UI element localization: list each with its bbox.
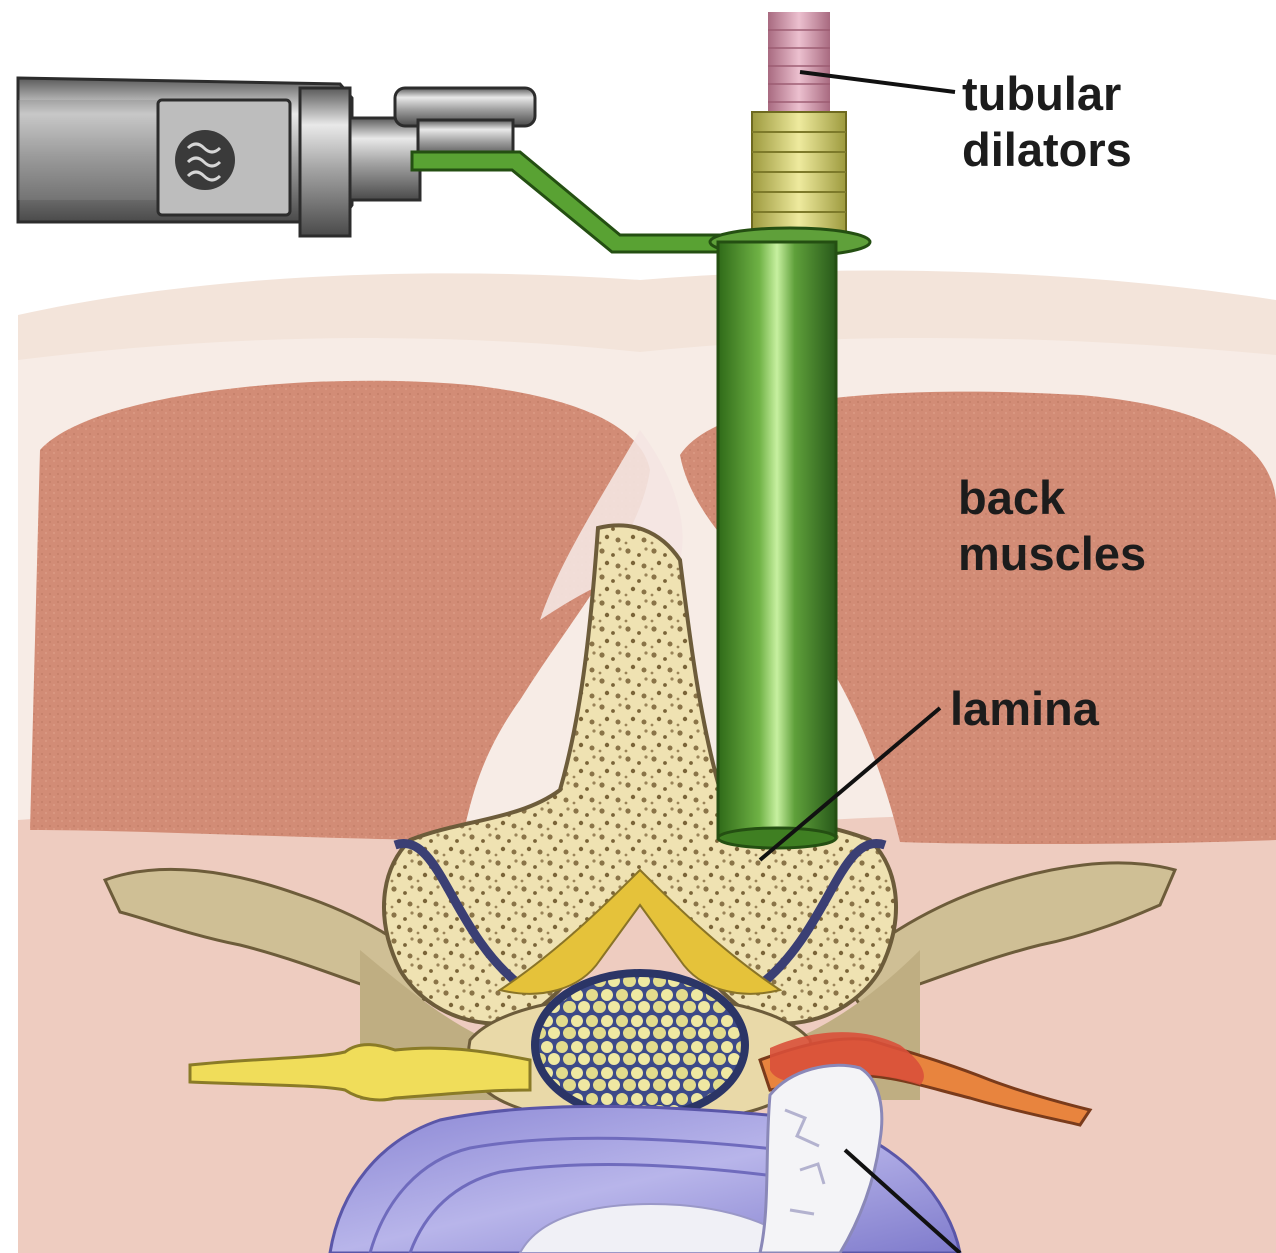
- label-back-line-2: muscles: [958, 526, 1146, 582]
- label-back-muscles: back muscles: [958, 470, 1146, 582]
- label-tubular-dilators: tubular dilators: [962, 66, 1132, 178]
- tubular-retractor: [718, 242, 836, 838]
- spinal-cord: [535, 973, 745, 1117]
- label-tubular-line-1: tubular: [962, 66, 1132, 122]
- label-tubular-line-2: dilators: [962, 122, 1132, 178]
- label-back-line-1: back: [958, 470, 1146, 526]
- yellow-dilator: [752, 112, 846, 237]
- label-lamina: lamina: [950, 681, 1099, 737]
